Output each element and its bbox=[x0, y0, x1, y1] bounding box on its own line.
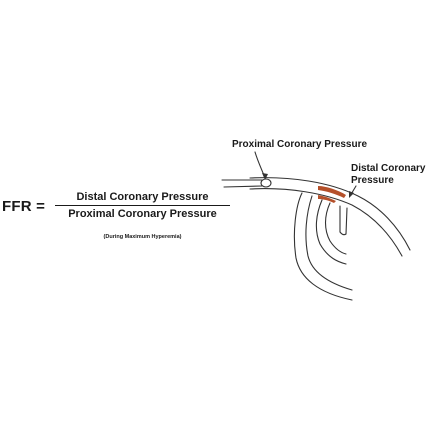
branch-middle-inner bbox=[324, 202, 347, 255]
ffr-fraction: Distal Coronary Pressure Proximal Corona… bbox=[55, 191, 230, 221]
stenosis-plaque-upper bbox=[318, 186, 346, 198]
proximal-pressure-label: Proximal Coronary Pressure bbox=[232, 139, 368, 150]
distal-pressure-label: Distal Coronary Pressure bbox=[351, 163, 425, 187]
branch-middle-outer bbox=[315, 199, 347, 265]
stenosis-plaque-lower bbox=[318, 195, 336, 203]
main-vessel-upper-wall bbox=[249, 177, 411, 251]
branch-left-outer bbox=[293, 192, 353, 301]
hyperemia-note: (During Maximum Hyperemia) bbox=[103, 234, 182, 240]
distal-arrowhead bbox=[349, 191, 354, 198]
fraction-denominator: Proximal Coronary Pressure bbox=[68, 208, 217, 220]
ffr-equation-lhs: FFR = bbox=[2, 198, 46, 215]
proximal-arrowhead bbox=[262, 173, 268, 180]
main-vessel-lower-wall bbox=[249, 188, 403, 257]
branch-twig-cap bbox=[339, 231, 347, 236]
pressure-sensor-tip bbox=[260, 178, 272, 188]
branch-twig-right bbox=[345, 207, 348, 235]
branch-left-inner bbox=[305, 195, 353, 291]
catheter-line-bottom bbox=[223, 185, 263, 188]
distal-pressure-label-line1: Distal Coronary bbox=[351, 163, 426, 174]
fraction-numerator: Distal Coronary Pressure bbox=[76, 191, 209, 203]
fraction-bar bbox=[55, 205, 230, 206]
distal-pressure-label-line2: Pressure bbox=[351, 175, 394, 186]
